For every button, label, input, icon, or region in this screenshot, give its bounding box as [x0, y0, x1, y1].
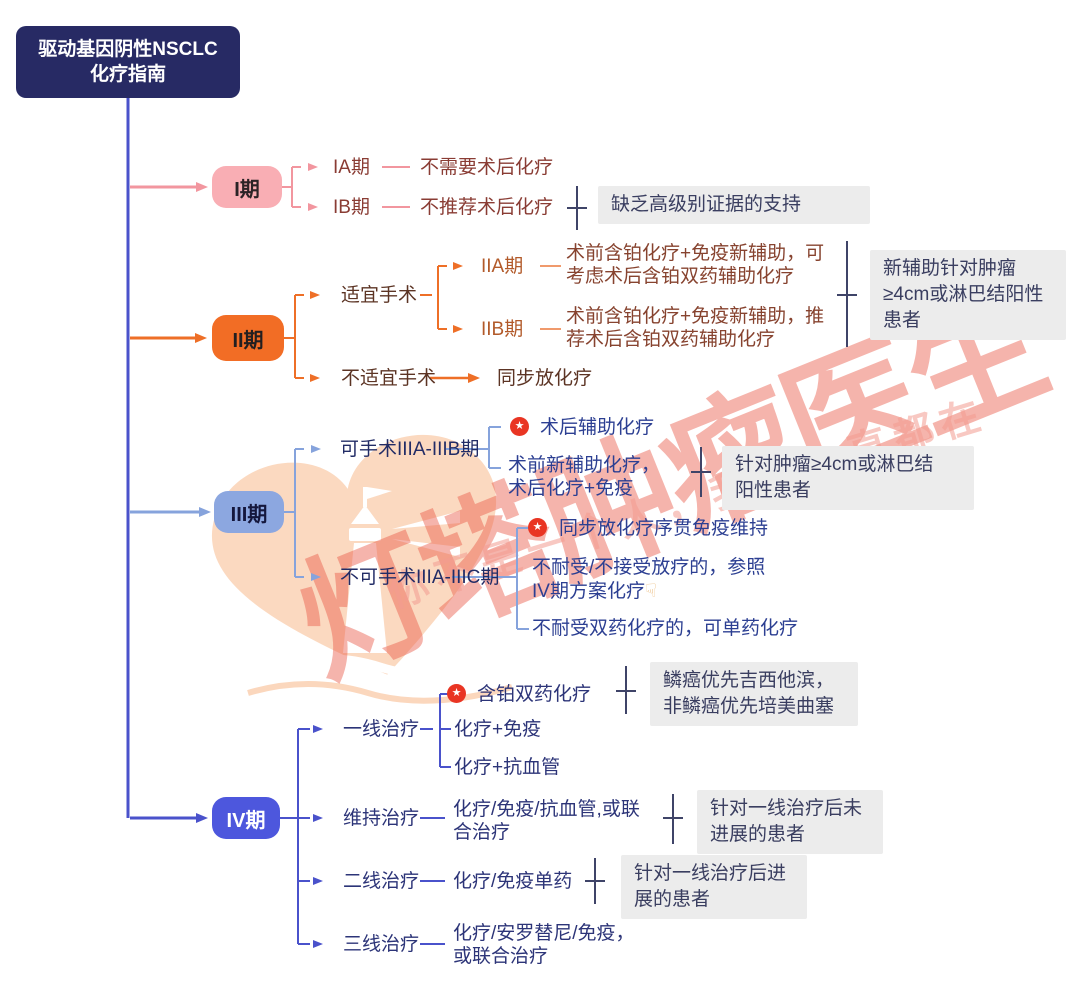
stage1-ia-label: IA期	[333, 157, 370, 178]
stage1-node: I期	[212, 166, 282, 208]
stage2-operable-label: 适宜手术	[341, 285, 418, 306]
stage2-iia-label: IIA期	[481, 256, 524, 277]
note-line: 新辅助针对肿瘤	[883, 258, 1017, 279]
star-icon: ★	[510, 417, 529, 436]
stage1-ib-note: 缺乏高级别证据的支持	[598, 186, 870, 224]
text-line: 术前新辅助化疗，	[508, 455, 661, 476]
text-line: 化疗/免疫/抗血管,或联	[453, 799, 640, 820]
stage3-inoperable-label: 不可手术IIIA-IIIC期	[340, 567, 500, 588]
text-line: 不耐受/不接受放疗的，参照	[532, 557, 766, 578]
note-line: 展的患者	[634, 889, 711, 910]
stage3-node: III期	[214, 491, 284, 533]
root-node: 驱动基因阴性NSCLC 化疗指南	[16, 26, 240, 98]
text-line: 术前含铂化疗+免疫新辅助，推	[566, 306, 825, 327]
stage2-iib-text: 术前含铂化疗+免疫新辅助，推 荐术后含铂双药辅助化疗	[566, 305, 824, 351]
text-line: 考虑术后含铂双药辅助化疗	[566, 266, 795, 287]
stage1-ib-text: 不推荐术后化疗	[420, 197, 554, 218]
text-line: 术后化疗+免疫	[508, 478, 634, 499]
stage2-inoperable-label: 不适宜手术	[341, 368, 437, 389]
stage4-fl-item1: 含铂双药化疗	[477, 684, 592, 705]
note-line: 非鳞癌优先培美曲塞	[663, 696, 835, 717]
stage4-node: IV期	[212, 797, 280, 839]
text-line: 化疗/安罗替尼/免疫，	[453, 923, 635, 944]
stage4-maintenance-text: 化疗/免疫/抗血管,或联 合治疗	[453, 798, 640, 844]
stage4-thirdline-label: 三线治疗	[343, 934, 420, 955]
stage3-inop-item1: 同步放化疗序贯免疫维持	[559, 518, 769, 539]
stage3-op-item2: 术前新辅助化疗， 术后化疗+免疫	[508, 454, 660, 500]
text-line: 合治疗	[453, 822, 511, 843]
root-title-line2: 化疗指南	[89, 64, 166, 85]
stage2-inoperable-text: 同步放化疗	[497, 368, 593, 389]
stage1-ib-label: IB期	[333, 197, 370, 218]
note-line: 进展的患者	[710, 824, 806, 845]
stage4-fl-item3: 化疗+抗血管	[454, 757, 561, 778]
note-line: 阳性患者	[735, 480, 812, 501]
stage3-inop-item3: 不耐受双药化疗的，可单药化疗	[532, 618, 799, 639]
stage3-op-note: 针对肿瘤≥4cm或淋巴结 阳性患者	[722, 446, 974, 510]
star-icon: ★	[447, 684, 466, 703]
note-line: 患者	[883, 310, 922, 331]
stage4-secondline-text: 化疗/免疫单药	[453, 871, 573, 892]
stage3-op-item1: 术后辅助化疗	[540, 417, 655, 438]
note-line: 针对一线治疗后进	[634, 863, 787, 884]
stage4-maintenance-note: 针对一线治疗后未 进展的患者	[697, 790, 883, 854]
stage4-fl-item1-note: 鳞癌优先吉西他滨， 非鳞癌优先培美曲塞	[650, 662, 858, 726]
stage2-neoadjuvant-note: 新辅助针对肿瘤 ≥4cm或淋巴结阳性 患者	[870, 250, 1066, 340]
text-line: 术前含铂化疗+免疫新辅助，可	[566, 243, 825, 264]
stage1-ia-text: 不需要术后化疗	[420, 157, 554, 178]
note-line: ≥4cm或淋巴结阳性	[883, 284, 1044, 305]
point-down-icon: ☟	[644, 581, 657, 602]
text-line: IV期方案化疗☟	[532, 580, 765, 604]
stage2-iib-label: IIB期	[481, 319, 524, 340]
note-line: 鳞癌优先吉西他滨，	[663, 670, 835, 691]
text-line: 荐术后含铂双药辅助化疗	[566, 329, 776, 350]
note-line: 针对肿瘤≥4cm或淋巴结	[735, 454, 934, 475]
stage4-thirdline-text: 化疗/安罗替尼/免疫， 或联合治疗	[453, 922, 635, 968]
note-line: 缺乏高级别证据的支持	[611, 194, 802, 215]
stage4-secondline-note: 针对一线治疗后进 展的患者	[621, 855, 807, 919]
stage4-secondline-label: 二线治疗	[343, 871, 420, 892]
star-icon: ★	[528, 518, 547, 537]
stage3-operable-label: 可手术IIIA-IIIB期	[340, 439, 480, 460]
root-title-line1: 驱动基因阴性NSCLC	[38, 39, 218, 60]
stage3-inop-item2: 不耐受/不接受放疗的，参照 IV期方案化疗☟	[532, 556, 765, 604]
text-line: 或联合治疗	[453, 946, 549, 967]
stage4-maintenance-label: 维持治疗	[343, 808, 420, 829]
stage2-iia-text: 术前含铂化疗+免疫新辅助，可 考虑术后含铂双药辅助化疗	[566, 242, 824, 288]
stage4-fl-item2: 化疗+免疫	[454, 719, 542, 740]
text-line-part: IV期方案化疗	[532, 581, 645, 602]
stage4-firstline-label: 一线治疗	[343, 719, 420, 740]
stage2-node: II期	[212, 315, 284, 361]
note-line: 针对一线治疗后未	[710, 798, 863, 819]
